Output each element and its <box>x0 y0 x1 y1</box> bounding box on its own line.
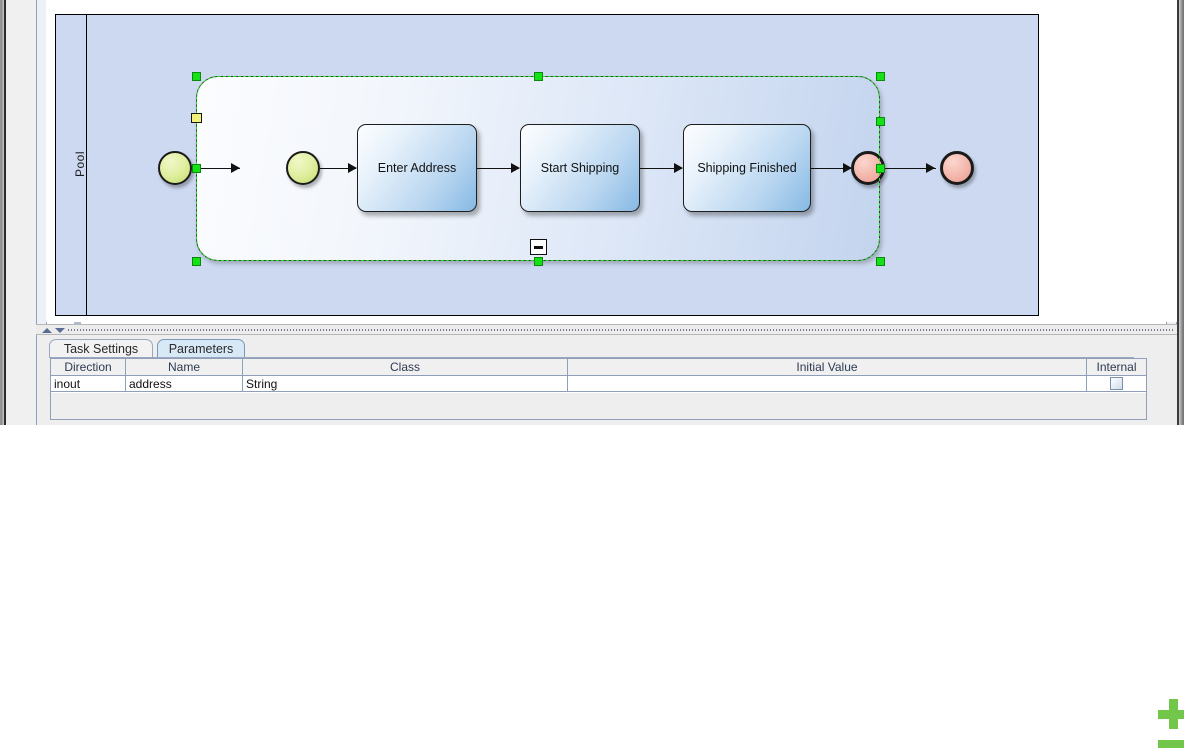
resize-handle-e[interactable] <box>876 164 885 173</box>
window-right-edge <box>1177 0 1179 425</box>
sequence-flow-4-arrow <box>674 163 683 173</box>
cell-name[interactable]: address <box>126 376 243 391</box>
tab-task-settings[interactable]: Task Settings <box>49 339 153 358</box>
sequence-flow-6[interactable] <box>884 168 936 169</box>
pool-header-band[interactable]: Pool <box>55 14 87 316</box>
split-pane-divider[interactable] <box>36 324 1177 335</box>
task-start-shipping[interactable]: Start Shipping <box>520 124 640 212</box>
column-header-internal[interactable]: Internal <box>1096 360 1137 374</box>
task-shipping-finished[interactable]: Shipping Finished <box>683 124 811 212</box>
sequence-flow-1-arrow <box>231 163 240 173</box>
cell-internal[interactable] <box>1087 376 1146 391</box>
window-right-border <box>1179 0 1184 425</box>
column-header-name[interactable]: Name <box>126 359 243 375</box>
start-event-inner[interactable] <box>286 151 320 185</box>
sequence-flow-2[interactable] <box>320 168 356 169</box>
properties-panel: Task Settings Parameters Direction Name … <box>36 335 1184 748</box>
resize-handle-s[interactable] <box>534 257 543 266</box>
cell-class[interactable]: String <box>243 376 568 391</box>
tab-parameters-label: Parameters <box>168 342 234 356</box>
properties-tabstrip: Task Settings Parameters <box>49 339 1134 358</box>
sequence-flow-5-arrow <box>843 163 852 173</box>
sequence-flow-6-arrow <box>926 163 935 173</box>
column-header-class[interactable]: Class <box>243 359 568 375</box>
resize-handle-sw[interactable] <box>192 257 201 266</box>
resize-handle-ne[interactable] <box>876 72 885 81</box>
subprocess-collapse-minus-icon[interactable] <box>530 239 547 255</box>
cell-direction[interactable]: inout <box>51 376 126 391</box>
window-left-gutter <box>6 0 36 425</box>
remove-parameter-button[interactable] <box>1158 740 1184 748</box>
sequence-flow-1[interactable] <box>192 168 240 169</box>
bpmn-canvas[interactable]: Pool Enter Address Start Shipping Shippi… <box>46 0 1177 322</box>
sequence-flow-4[interactable] <box>640 168 682 169</box>
column-header-initial-value[interactable]: Initial Value <box>568 359 1087 375</box>
resize-handle-se[interactable] <box>876 257 885 266</box>
task-enter-address[interactable]: Enter Address <box>357 124 477 212</box>
tab-task-settings-label: Task Settings <box>63 342 139 356</box>
end-event-outer[interactable] <box>940 151 974 185</box>
sequence-flow-3-arrow <box>511 163 520 173</box>
task-start-shipping-label: Start Shipping <box>540 161 620 175</box>
sequence-flow-3[interactable] <box>477 168 519 169</box>
tab-parameters[interactable]: Parameters <box>157 339 245 358</box>
table-row[interactable]: inout address String <box>51 376 1146 392</box>
window-left-edge <box>4 0 6 425</box>
window-left-border <box>0 0 4 425</box>
start-event-outer[interactable] <box>158 151 192 185</box>
resize-handle-w[interactable] <box>192 164 201 173</box>
triangle-down-icon[interactable] <box>55 328 65 333</box>
resize-handle-n[interactable] <box>534 72 543 81</box>
parameters-table[interactable]: Direction Name Class Initial Value Inter… <box>50 358 1147 420</box>
sequence-flow-5[interactable] <box>811 168 851 169</box>
internal-checkbox[interactable] <box>1110 377 1123 390</box>
cell-initial-value[interactable] <box>568 376 1087 391</box>
triangle-up-icon[interactable] <box>42 328 52 333</box>
task-shipping-finished-label: Shipping Finished <box>697 161 797 175</box>
anchor-handle-left[interactable] <box>191 113 202 123</box>
divider-grip <box>68 329 1173 331</box>
tabstrip-underline <box>49 357 1134 358</box>
column-header-direction[interactable]: Direction <box>51 359 126 375</box>
task-enter-address-label: Enter Address <box>377 161 457 175</box>
add-parameter-button[interactable] <box>1158 699 1184 729</box>
table-empty-area <box>51 393 1146 419</box>
anchor-handle-right-top[interactable] <box>876 117 885 126</box>
resize-handle-nw[interactable] <box>192 72 201 81</box>
sequence-flow-2-arrow <box>348 163 357 173</box>
parameters-table-header: Direction Name Class Initial Value Inter… <box>51 359 1146 376</box>
pool-label: Pool <box>73 150 87 178</box>
